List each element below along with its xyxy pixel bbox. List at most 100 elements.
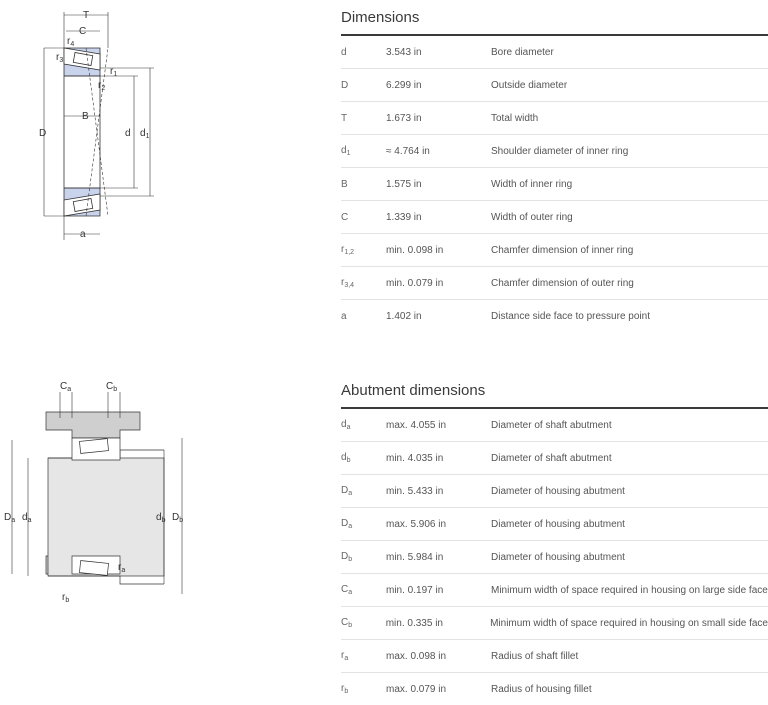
symbol-subscript: 1,2 bbox=[344, 249, 355, 256]
symbol-subscript: 1 bbox=[346, 150, 351, 157]
symbol-cell: Da bbox=[341, 518, 386, 530]
symbol-cell: Da bbox=[341, 485, 386, 497]
abutment-diagram: Ca Cb Da da db Db ra rb bbox=[0, 378, 200, 608]
symbol: d bbox=[341, 46, 347, 58]
symbol: T bbox=[341, 112, 348, 124]
symbol: D bbox=[341, 485, 349, 496]
symbol-cell: r3,4 bbox=[341, 277, 386, 289]
label-r2: r2 bbox=[98, 80, 105, 92]
symbol-subscript: b bbox=[346, 457, 351, 464]
description-cell: Minimum width of space required in housi… bbox=[491, 584, 768, 596]
symbol-cell: B bbox=[341, 179, 386, 190]
value-cell: min. 0.197 in bbox=[386, 584, 444, 596]
symbol-subscript: b bbox=[348, 622, 353, 629]
symbol-cell: db bbox=[341, 452, 386, 464]
value-cell: 6.299 in bbox=[386, 79, 422, 91]
symbol-subscript: a bbox=[348, 589, 353, 596]
description-cell: Outside diameter bbox=[491, 79, 568, 91]
value-cell: max. 0.079 in bbox=[386, 683, 447, 695]
symbol-subscript: a bbox=[346, 424, 351, 431]
label-Ca: Ca bbox=[60, 381, 71, 393]
value-cell: min. 0.079 in bbox=[386, 277, 444, 289]
symbol-subscript: b bbox=[344, 688, 349, 695]
symbol-cell: Cb bbox=[341, 617, 386, 629]
symbol: B bbox=[341, 178, 348, 190]
description-cell: Diameter of housing abutment bbox=[491, 518, 625, 530]
description-cell: Radius of shaft fillet bbox=[491, 650, 579, 662]
value-cell: 1.575 in bbox=[386, 178, 422, 190]
description-cell: Diameter of shaft abutment bbox=[491, 452, 612, 464]
value-cell: max. 0.098 in bbox=[386, 650, 447, 662]
symbol: d bbox=[341, 419, 347, 430]
label-C: C bbox=[79, 26, 86, 37]
table-row: D 6.299 in Outside diameter bbox=[341, 69, 768, 102]
value-cell: min. 5.984 in bbox=[386, 551, 444, 563]
symbol-subscript: a bbox=[344, 655, 349, 662]
symbol-subscript: 3,4 bbox=[344, 282, 355, 289]
label-r1: r1 bbox=[110, 66, 117, 78]
label-rb: rb bbox=[62, 592, 69, 604]
value-cell: 1.339 in bbox=[386, 211, 422, 223]
description-cell: Diameter of housing abutment bbox=[491, 551, 625, 563]
value-cell: 1.673 in bbox=[386, 112, 422, 124]
description-cell: Minimum width of space required in housi… bbox=[490, 617, 768, 629]
label-d1: d1 bbox=[140, 128, 150, 140]
table-row: B 1.575 in Width of inner ring bbox=[341, 168, 768, 201]
table-row: d 3.543 in Bore diameter bbox=[341, 36, 768, 69]
label-D: D bbox=[39, 128, 46, 139]
symbol-subscript: a bbox=[348, 490, 353, 497]
label-Db: Db bbox=[172, 512, 183, 524]
dimensions-title: Dimensions bbox=[341, 8, 768, 36]
label-r4: r4 bbox=[67, 36, 74, 48]
label-da: da bbox=[22, 512, 32, 524]
value-cell: 3.543 in bbox=[386, 46, 422, 58]
abutment-title: Abutment dimensions bbox=[341, 381, 768, 409]
value-cell: min. 4.035 in bbox=[386, 452, 444, 464]
symbol: C bbox=[341, 211, 349, 223]
symbol-cell: T bbox=[341, 113, 386, 124]
description-cell: Bore diameter bbox=[491, 46, 554, 58]
label-a: a bbox=[80, 229, 86, 240]
symbol: r bbox=[341, 650, 345, 661]
symbol: D bbox=[341, 551, 349, 562]
symbol: D bbox=[341, 518, 349, 529]
label-db: db bbox=[156, 512, 166, 524]
label-d: d bbox=[125, 128, 131, 139]
table-row: ra max. 0.098 in Radius of shaft fillet bbox=[341, 640, 768, 673]
symbol-subscript: a bbox=[348, 523, 353, 530]
label-T: T bbox=[83, 10, 89, 21]
symbol: r bbox=[341, 683, 345, 694]
symbol-cell: D bbox=[341, 80, 386, 91]
value-cell: min. 0.335 in bbox=[385, 617, 443, 629]
symbol-cell: rb bbox=[341, 683, 386, 695]
symbol: d bbox=[341, 452, 347, 463]
bearing-dimensions-diagram: T C B a D d d1 r4 r3 r1 r2 bbox=[30, 8, 170, 243]
label-ra: ra bbox=[118, 562, 125, 574]
description-cell: Radius of housing fillet bbox=[491, 683, 592, 695]
label-r3: r3 bbox=[56, 52, 63, 64]
description-cell: Chamfer dimension of inner ring bbox=[491, 244, 634, 256]
description-cell: Width of inner ring bbox=[491, 178, 573, 190]
symbol: C bbox=[341, 617, 349, 628]
value-cell: ≈ 4.764 in bbox=[386, 145, 430, 157]
symbol: a bbox=[341, 310, 347, 322]
symbol-cell: C bbox=[341, 212, 386, 223]
symbol-cell: Db bbox=[341, 551, 386, 563]
table-row: C 1.339 in Width of outer ring bbox=[341, 201, 768, 234]
description-cell: Width of outer ring bbox=[491, 211, 573, 223]
symbol: r bbox=[341, 244, 345, 255]
symbol: D bbox=[341, 79, 349, 91]
description-cell: Shoulder diameter of inner ring bbox=[491, 145, 629, 157]
